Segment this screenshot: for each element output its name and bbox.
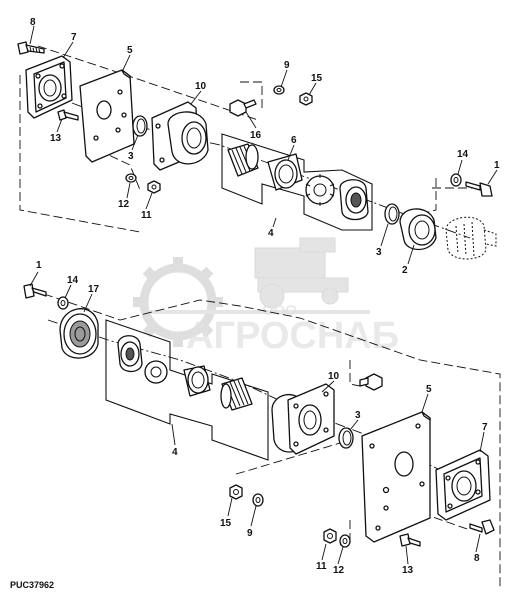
callout-bottom-12: 12	[333, 565, 345, 576]
kit-box-4-top	[221, 133, 373, 231]
figure-code: PUC37962	[10, 580, 54, 590]
callout-top-11: 11	[141, 210, 152, 221]
callout-top-14: 14	[457, 149, 469, 160]
washer-12-top	[125, 173, 137, 183]
callout-bottom-17: 17	[88, 284, 100, 295]
bolt-8-top	[17, 41, 45, 55]
callout-bottom-5: 5	[426, 384, 432, 395]
callout-top-15: 15	[311, 73, 323, 84]
leader-lines-bottom	[29, 271, 485, 565]
bolt-1-bottom	[23, 283, 47, 299]
washer-9-top	[273, 85, 285, 95]
washer-9-bottom	[252, 493, 264, 507]
washer-12-bottom	[339, 534, 351, 548]
threaded-collar-top	[227, 143, 259, 177]
callout-top-13: 13	[50, 133, 62, 144]
output-shaft-ghost	[445, 216, 497, 260]
bearing-flange-7-top	[25, 55, 73, 119]
callout-top-12: 12	[118, 199, 130, 210]
callout-bottom-9: 9	[247, 528, 253, 539]
bushing-6-top	[267, 153, 303, 191]
watermark-company-name: АГРОСНАБ	[186, 315, 399, 357]
bearing-flange-7-bottom	[435, 449, 491, 521]
grease-fitting-16-top	[229, 99, 257, 117]
watermark-logo: ООО АГРОСНАБ	[133, 237, 399, 357]
callout-top-9: 9	[284, 60, 290, 71]
callout-bottom-8: 8	[474, 553, 480, 564]
bushing-bottom	[183, 365, 211, 397]
callout-bottom-3: 3	[355, 410, 361, 421]
washer-14-bottom	[57, 296, 69, 310]
bolt-13-bottom	[399, 533, 421, 547]
lower-assembly: 1 14 17 10 5 3 7 4 15 9 11 12 13 8	[23, 260, 501, 588]
callout-top-16: 16	[250, 130, 262, 141]
callout-bottom-15: 15	[220, 518, 232, 529]
watermark-company-form: ООО	[262, 302, 297, 319]
bearing-2-top	[399, 208, 437, 251]
callout-top-7: 7	[71, 32, 77, 43]
bearing-housing-10-bottom	[271, 383, 335, 455]
kit-box-4-bottom	[105, 319, 269, 461]
callout-top-1: 1	[494, 160, 500, 171]
callout-top-2: 2	[402, 265, 408, 276]
callout-bottom-11: 11	[316, 561, 327, 572]
callout-top-3: 3	[128, 151, 134, 162]
mounting-plate-5-bottom	[361, 411, 431, 543]
callout-top-8: 8	[30, 17, 36, 28]
callouts-bottom: 1 14 17 10 5 3 7 4 15 9 11 12 13 8	[36, 260, 488, 576]
upper-assembly: 8 7 5 13 10 9 15 16 3 6 12 11 4 14 1 3 2	[17, 17, 500, 276]
sprocket-bottom	[144, 360, 168, 384]
clutch-hub-top	[339, 179, 369, 221]
nut-11-top	[147, 180, 161, 194]
bolt-1-top	[465, 181, 493, 197]
flange-bearing-17	[59, 308, 99, 359]
snap-ring-3-bottom	[338, 427, 354, 449]
leader-lines-top	[29, 25, 498, 265]
callout-bottom-13: 13	[402, 565, 414, 576]
callout-top-3b: 3	[376, 247, 382, 258]
nut-11-bottom	[323, 528, 337, 544]
callout-top-4: 4	[268, 228, 274, 239]
callout-bottom-14: 14	[67, 275, 79, 286]
callout-top-5: 5	[127, 45, 133, 56]
callouts-top: 8 7 5 13 10 9 15 16 3 6 12 11 4 14 1 3 2	[30, 17, 500, 276]
sprocket-top	[305, 174, 335, 206]
bolt-13-top	[57, 109, 79, 121]
snap-ring-3-top-right	[384, 203, 400, 225]
callout-bottom-4: 4	[172, 447, 178, 458]
washer-14-top	[450, 173, 462, 187]
callout-bottom-7: 7	[482, 422, 488, 433]
grease-fitting-bottom	[359, 373, 383, 391]
callout-top-10: 10	[195, 81, 207, 92]
mounting-plate-5-top	[79, 69, 135, 163]
threaded-collar-bottom	[220, 377, 253, 411]
callout-bottom-1: 1	[36, 260, 42, 271]
nut-15-bottom	[229, 484, 243, 500]
bolt-8-bottom	[469, 519, 495, 535]
callout-bottom-10: 10	[328, 371, 340, 382]
bearing-housing-10-top	[151, 101, 209, 171]
snap-ring-3-top	[132, 115, 148, 137]
callout-top-6: 6	[291, 135, 297, 146]
nut-15-top	[299, 92, 313, 106]
clutch-hub-bottom	[117, 335, 143, 373]
